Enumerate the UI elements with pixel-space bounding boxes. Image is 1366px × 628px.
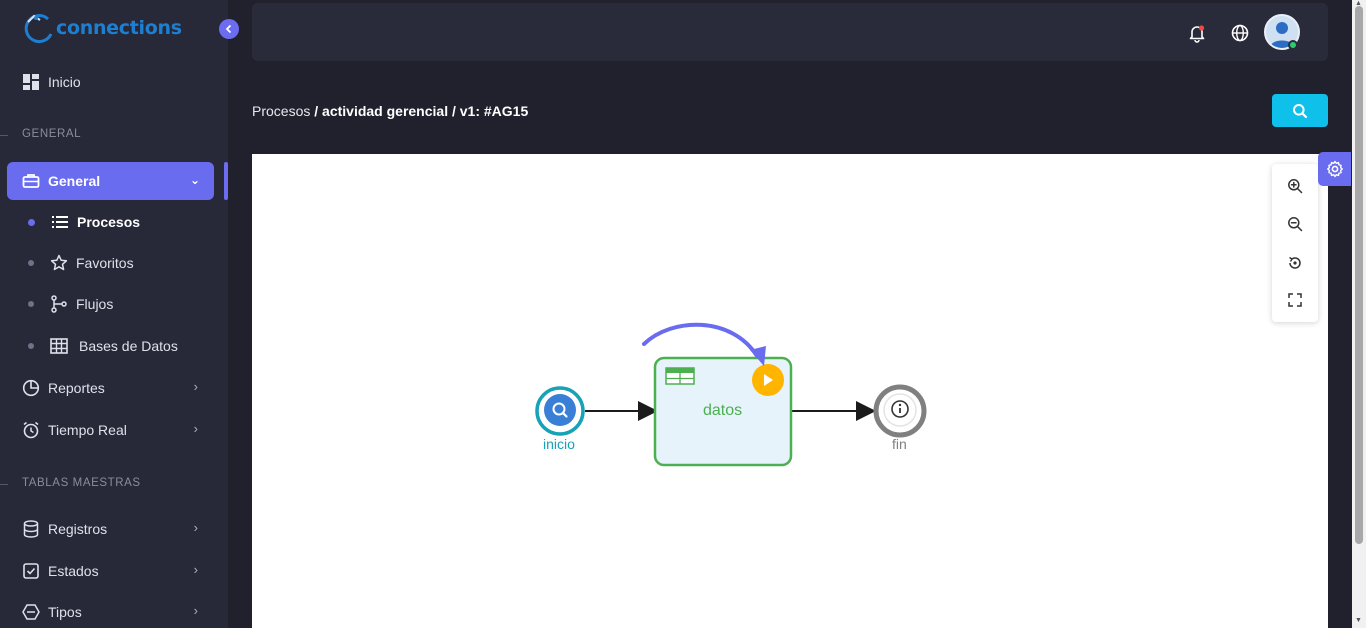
sidebar-item-bases-de-datos[interactable]: Bases de Datos (28, 335, 178, 357)
end-event-label: fin (892, 436, 907, 452)
zoom-in-icon (1288, 179, 1303, 194)
sidebar-item-procesos-label: Procesos (77, 214, 141, 230)
sidebar-item-flujos-label: Flujos (76, 296, 114, 312)
top-bar (252, 3, 1328, 61)
section-general: GENERAL (0, 128, 82, 140)
star-icon (50, 254, 68, 272)
section-tablas-maestras: TABLAS MAESTRAS (0, 477, 141, 489)
breadcrumb-separator: / (310, 103, 323, 119)
nav-inicio-label: Inicio (48, 74, 81, 90)
nav-inicio[interactable]: Inicio (22, 70, 202, 94)
sidebar-item-favoritos[interactable]: Favoritos (28, 252, 134, 274)
checkbox-icon (22, 562, 40, 580)
sidebar: connections Inicio GENERAL General ⌄ Pro… (0, 0, 228, 628)
page-scrollbar[interactable]: ▲ ▼ (1352, 0, 1366, 628)
briefcase-icon (22, 172, 40, 190)
play-badge-icon[interactable] (752, 364, 784, 396)
nav-tipos[interactable]: Tipos › (22, 600, 202, 624)
logo-text: connections (56, 17, 182, 39)
dot-icon (28, 260, 34, 266)
chevron-down-icon: ⌄ (189, 173, 200, 187)
highlight-arrowhead (750, 346, 766, 366)
globe-icon (1231, 24, 1249, 42)
table-grid-icon (50, 337, 68, 355)
scrollbar-thumb[interactable] (1355, 6, 1363, 544)
scroll-down-arrow-icon[interactable]: ▼ (1355, 617, 1362, 624)
language-button[interactable] (1230, 23, 1250, 43)
table-icon (665, 367, 695, 385)
nav-tipos-label: Tipos (48, 604, 82, 620)
zoom-controls (1272, 164, 1318, 322)
hexagon-icon (22, 603, 40, 621)
sidebar-item-procesos[interactable]: Procesos (28, 211, 140, 233)
task-label: datos (703, 402, 743, 419)
nav-estados[interactable]: Estados › (22, 559, 202, 583)
pie-chart-icon (22, 379, 40, 397)
search-button[interactable] (1272, 94, 1328, 127)
nav-reportes[interactable]: Reportes › (22, 376, 202, 400)
reset-view-button[interactable] (1285, 253, 1305, 273)
fit-view-button[interactable] (1285, 290, 1305, 310)
settings-button[interactable] (1318, 152, 1351, 186)
start-event-label: inicio (543, 436, 575, 452)
git-branch-icon (50, 295, 68, 313)
chevron-right-icon: › (193, 520, 198, 535)
dot-icon (28, 301, 34, 307)
zoom-in-button[interactable] (1285, 176, 1305, 196)
active-dot-icon (28, 218, 35, 226)
chevron-right-icon: › (193, 603, 198, 618)
process-canvas[interactable]: inicio datos fin (252, 154, 1328, 628)
breadcrumb-root[interactable]: Procesos (252, 103, 311, 119)
dot-icon (28, 343, 34, 349)
sidebar-item-favoritos-label: Favoritos (76, 255, 134, 271)
task-node[interactable] (653, 356, 793, 467)
zoom-out-icon (1288, 217, 1303, 232)
gear-icon (1326, 160, 1343, 178)
highlight-arrow (642, 322, 759, 358)
nav-estados-label: Estados (48, 563, 99, 579)
database-icon (22, 520, 40, 538)
notification-button[interactable] (1187, 23, 1207, 43)
search-icon (1293, 103, 1308, 118)
sidebar-collapse-button[interactable] (219, 19, 239, 39)
active-indicator (224, 162, 228, 200)
online-status-dot (1288, 40, 1298, 50)
nav-tiempo-real-label: Tiempo Real (48, 422, 127, 438)
sidebar-item-flujos[interactable]: Flujos (28, 293, 113, 315)
list-icon (51, 213, 69, 231)
nav-registros[interactable]: Registros › (22, 517, 202, 541)
breadcrumb-current: actividad gerencial / v1: #AG15 (322, 103, 529, 119)
chevron-left-icon (225, 24, 232, 34)
breadcrumb: Procesos / actividad gerencial / v1: #AG… (252, 103, 528, 119)
sidebar-item-bases-de-datos-label: Bases de Datos (79, 338, 178, 354)
chevron-right-icon: › (193, 562, 198, 577)
end-event[interactable] (873, 384, 927, 438)
nav-reportes-label: Reportes (48, 380, 105, 396)
nav-tiempo-real[interactable]: Tiempo Real › (22, 418, 202, 442)
reset-icon (1289, 256, 1301, 269)
dashboard-icon (22, 73, 40, 91)
scroll-up-arrow-icon[interactable]: ▲ (1355, 0, 1362, 7)
nav-registros-label: Registros (48, 521, 108, 537)
logo-icon (24, 14, 53, 44)
chevron-right-icon: › (193, 421, 198, 436)
nav-general-label: General (48, 173, 101, 189)
alarm-clock-icon (22, 421, 40, 439)
app-logo[interactable]: connections (22, 12, 192, 46)
process-diagram (535, 322, 927, 467)
bell-icon (1189, 25, 1205, 43)
chevron-right-icon: › (193, 379, 198, 394)
start-event[interactable] (535, 386, 585, 436)
zoom-out-button[interactable] (1285, 214, 1305, 234)
expand-icon (1288, 293, 1302, 307)
nav-general[interactable]: General ⌄ (7, 162, 214, 200)
